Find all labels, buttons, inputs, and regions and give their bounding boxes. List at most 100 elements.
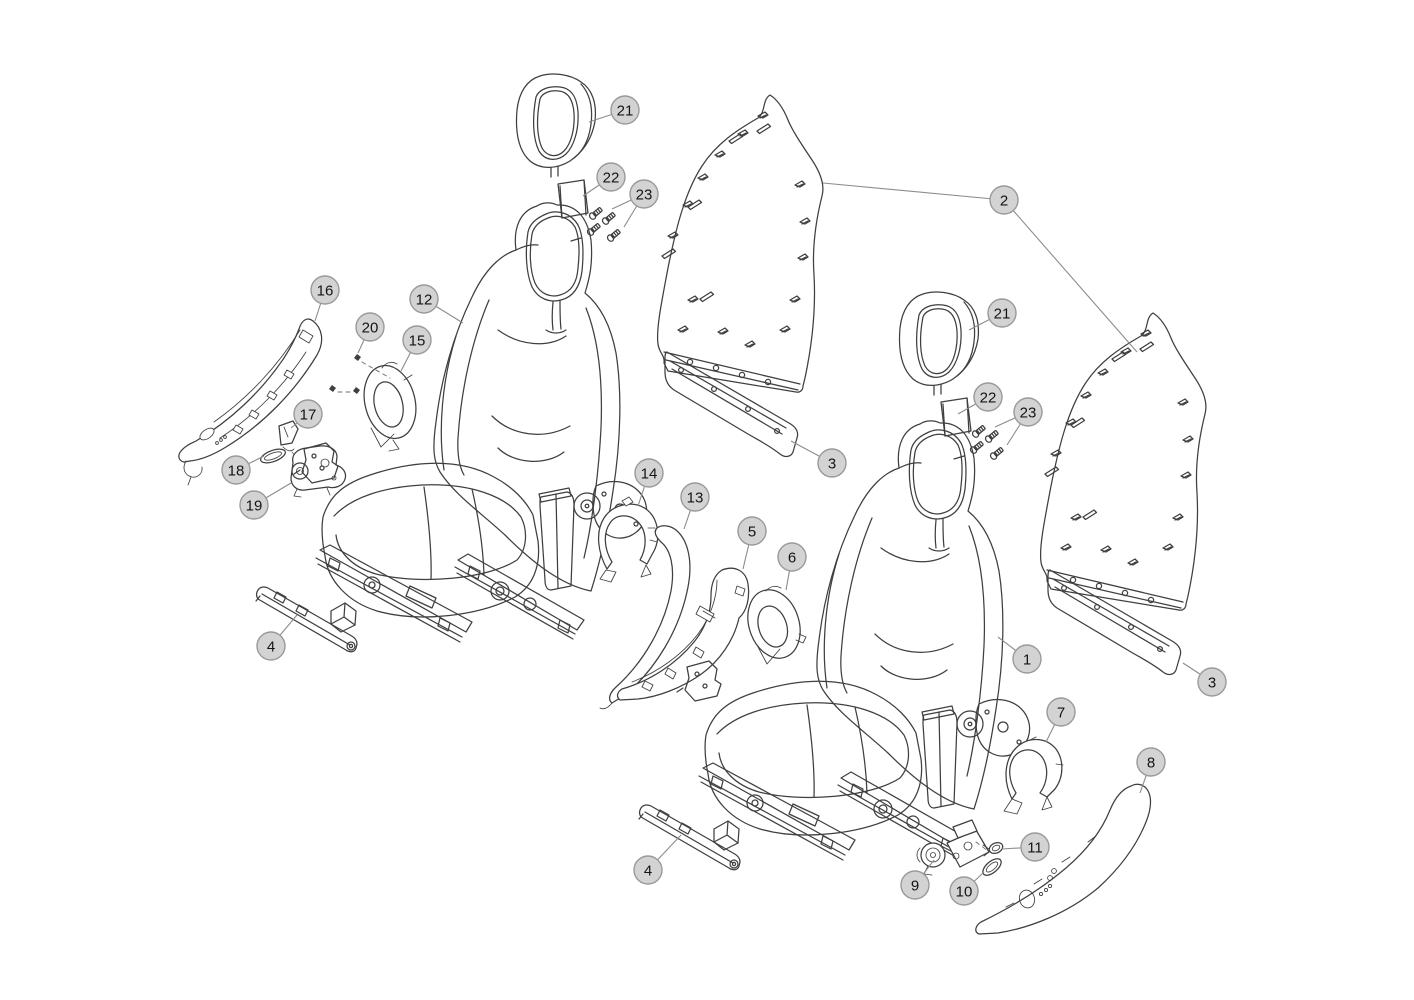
callout-6[interactable]: 6 [777,542,807,591]
callout-bubble[interactable] [610,95,640,125]
callout-number: 12 [416,291,433,308]
shield-outline-13 [599,525,691,710]
callout-bubble[interactable] [256,631,286,661]
motor-mechanism-9 [916,819,990,876]
callout-number: 7 [1057,704,1065,721]
loop-trim-7 [1003,736,1064,815]
callout-4[interactable]: 4 [633,834,682,885]
callout-number: 13 [687,489,704,506]
callout-22[interactable]: 22 [957,382,1003,415]
callout-number: 4 [644,862,652,879]
callout-number: 20 [362,319,379,336]
leader-line [822,182,1005,201]
callout-17[interactable]: 17 [290,399,323,429]
callout-number: 21 [994,305,1011,322]
headrest-left [515,73,597,178]
callout-bubble[interactable] [402,325,432,355]
callout-23[interactable]: 23 [994,397,1043,446]
callout-bubble[interactable] [310,275,340,305]
callout-bubble[interactable] [987,298,1017,328]
callout-number: 1 [1023,651,1031,668]
bracket-trim-14 [597,496,659,583]
callout-2[interactable]: 2 [822,182,1138,353]
callout-3[interactable]: 3 [1182,662,1227,697]
callout-18[interactable]: 18 [221,455,265,485]
callout-number: 23 [1020,404,1037,421]
callout-number: 21 [617,102,634,119]
callout-bubble[interactable] [1046,697,1076,727]
headrest-right [898,291,980,396]
callout-11[interactable]: 11 [1001,832,1050,862]
callout-bubble[interactable] [634,458,664,488]
callout-bubble[interactable] [817,448,847,478]
back-panel-left [658,95,823,392]
callout-bubble[interactable] [777,542,807,572]
seat-left [293,202,648,643]
back-panel-right [1041,313,1206,610]
callout-7[interactable]: 7 [1045,697,1076,743]
callout-bubble[interactable] [737,516,767,546]
callout-bubble[interactable] [1020,832,1050,862]
callout-21[interactable]: 21 [968,298,1017,331]
callout-15[interactable]: 15 [400,325,432,372]
callout-number: 15 [409,332,426,349]
screws-20 [329,354,391,394]
mechanism-19 [290,445,347,498]
callout-number: 18 [228,462,245,479]
side-trim-16 [178,318,323,486]
callout-19[interactable]: 19 [239,482,292,520]
callout-1[interactable]: 1 [997,636,1042,674]
inner-shield-5 [616,567,750,701]
callout-number: 17 [300,406,317,423]
callout-20[interactable]: 20 [355,312,385,354]
callout-bubble[interactable] [949,876,979,906]
recliner-trim-15 [363,361,417,452]
side-shield-8 [975,783,1152,935]
callout-number: 22 [980,389,997,406]
callout-number: 4 [267,638,275,655]
callout-5[interactable]: 5 [737,516,767,570]
callout-bubble[interactable] [239,490,269,520]
callout-10[interactable]: 10 [949,871,985,906]
recliner-trim-6 [747,585,807,665]
callout-bubble[interactable] [1197,667,1227,697]
callout-number: 9 [911,877,919,894]
callout-number: 19 [246,497,263,514]
left-seat-assembly-illustration [178,73,823,710]
callout-number: 11 [1027,839,1043,856]
callout-number: 3 [1208,674,1216,691]
callout-22[interactable]: 22 [582,162,626,197]
callout-number: 22 [603,169,620,186]
callout-bubble[interactable] [1012,644,1042,674]
callout-9[interactable]: 9 [900,859,935,900]
cap-11 [975,841,1004,857]
callout-bubble[interactable] [973,382,1003,412]
callout-23[interactable]: 23 [611,179,659,228]
callout-bubble[interactable] [293,399,323,429]
handle-18 [260,448,286,464]
callout-8[interactable]: 8 [1136,747,1166,794]
callout-21[interactable]: 21 [588,95,640,125]
callout-bubble[interactable] [633,855,663,885]
callout-bubble[interactable] [1013,397,1043,427]
leader-line [1003,199,1138,353]
callout-3[interactable]: 3 [790,440,847,478]
callout-number: 5 [748,523,756,540]
callout-bubble[interactable] [900,870,930,900]
callout-13[interactable]: 13 [680,482,710,530]
callout-number: 10 [956,883,973,900]
callout-16[interactable]: 16 [310,275,340,322]
callout-bubble[interactable] [221,455,251,485]
callout-bubble[interactable] [409,284,439,314]
callout-bubble[interactable] [355,312,385,342]
callout-bubble[interactable] [680,482,710,512]
callout-bubble[interactable] [989,185,1019,215]
callout-number: 23 [636,186,653,203]
callout-4[interactable]: 4 [256,614,298,661]
callout-12[interactable]: 12 [409,284,464,324]
callout-bubble[interactable] [596,162,626,192]
callout-bubble[interactable] [1136,747,1166,777]
callout-14[interactable]: 14 [634,458,664,507]
callout-bubble[interactable] [629,179,659,209]
